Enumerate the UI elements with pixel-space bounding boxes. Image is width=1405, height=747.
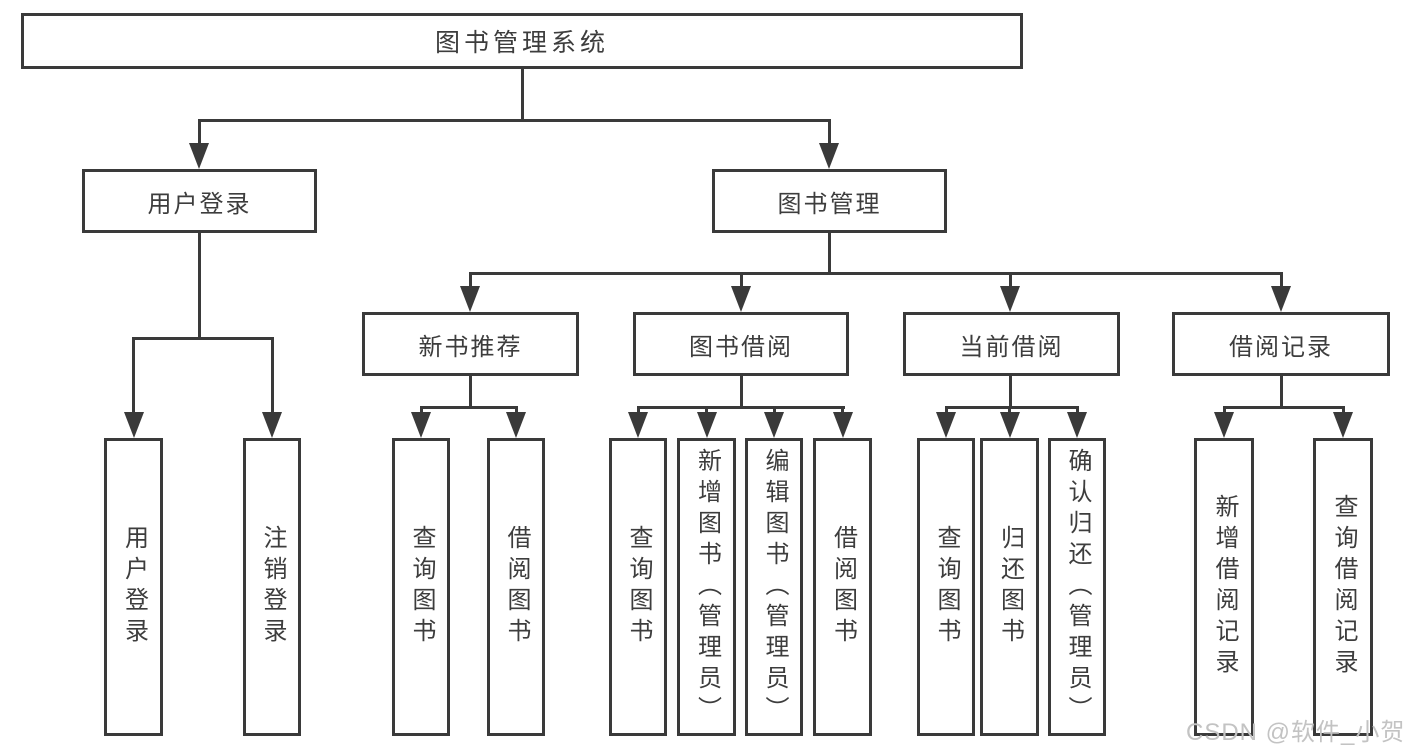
connector-shaft [132, 337, 135, 417]
connector-shaft [197, 119, 201, 149]
arrowhead-down-icon [936, 412, 956, 438]
leaf-logout-login: 注销登录 [243, 438, 301, 736]
connector-shaft [468, 272, 472, 292]
leaf-newrec-borrow-books: 借阅图书 [487, 438, 545, 736]
leaf-label: 查询图书 [933, 525, 960, 649]
node-library-management-system: 图书管理系统 [21, 13, 1023, 69]
connector-new-book-branch [419, 406, 518, 409]
connector-shaft [514, 406, 518, 416]
connector-shaft [1008, 406, 1011, 416]
connector-book-management-stem [827, 233, 831, 272]
arrowhead-down-icon [819, 143, 839, 169]
node-borrowing-records: 借阅记录 [1172, 312, 1390, 376]
csdn-watermark: CSDN @软件_小贺同学 [1186, 719, 1405, 746]
connector-shaft [419, 406, 423, 416]
leaf-label: 注销登录 [259, 525, 286, 649]
leaf-label: 用户登录 [120, 525, 148, 649]
leaf-borrow-edit-books-admin: 编辑图书（管理员） [745, 438, 803, 736]
arrowhead-down-icon [1000, 286, 1020, 312]
arrowhead-down-icon [999, 412, 1020, 438]
leaf-label: 查询借阅记录 [1330, 494, 1357, 680]
leaf-label: 归还图书 [996, 525, 1024, 649]
connector-shaft [1075, 406, 1079, 416]
leaf-label: 编辑图书（管理员） [761, 447, 788, 727]
arrowhead-down-icon [460, 286, 480, 312]
connector-root-stem [520, 69, 524, 119]
connector-shaft [827, 119, 831, 149]
connector-book-borrowing-branch [636, 406, 845, 409]
arrowhead-down-icon [696, 412, 717, 438]
arrowhead-down-icon [189, 143, 209, 169]
leaf-label: 查询图书 [408, 525, 435, 649]
connector-new-book-stem [468, 376, 472, 406]
node-user-login: 用户登录 [82, 169, 317, 233]
connector-shaft [1008, 272, 1012, 292]
node-new-book-recommend: 新书推荐 [362, 312, 579, 376]
leaf-current-query-books: 查询图书 [917, 438, 975, 736]
arrowhead-down-icon [1214, 412, 1234, 438]
leaf-label: 新增借阅记录 [1211, 494, 1238, 680]
connector-user-login-branch [132, 337, 274, 340]
arrowhead-down-icon [411, 412, 431, 438]
connector-shaft [636, 406, 640, 416]
arrowhead-down-icon [123, 412, 144, 438]
connector-current-borrowing-stem [1008, 376, 1012, 406]
connector-shaft [739, 272, 743, 292]
leaf-newrec-query-books: 查询图书 [392, 438, 450, 736]
arrowhead-down-icon [731, 286, 751, 312]
leaf-borrow-add-books-admin: 新增图书（管理员） [677, 438, 736, 736]
leaf-records-add-borrow-record: 新增借阅记录 [1194, 438, 1254, 736]
leaf-label: 借阅图书 [829, 525, 857, 649]
leaf-borrow-borrow-books: 借阅图书 [813, 438, 872, 736]
leaf-current-confirm-return-admin: 确认归还（管理员） [1048, 438, 1106, 736]
node-book-borrowing: 图书借阅 [633, 312, 849, 376]
connector-book-management-branch [468, 272, 1283, 275]
connector-shaft [705, 406, 708, 416]
connector-borrowing-records-stem [1279, 376, 1283, 406]
arrowhead-down-icon [1333, 412, 1353, 438]
connector-shaft [944, 406, 948, 416]
node-book-management: 图书管理 [712, 169, 947, 233]
connector-book-borrowing-stem [739, 376, 743, 406]
leaf-borrow-query-books: 查询图书 [609, 438, 667, 736]
node-current-borrowing: 当前借阅 [903, 312, 1120, 376]
leaf-current-return-books: 归还图书 [980, 438, 1039, 736]
leaf-records-query-borrow-record: 查询借阅记录 [1313, 438, 1373, 736]
arrowhead-down-icon [506, 412, 526, 438]
leaf-label: 查询图书 [625, 525, 652, 649]
arrowhead-down-icon [1067, 412, 1087, 438]
connector-shaft [270, 337, 274, 417]
connector-shaft [1222, 406, 1226, 416]
arrowhead-down-icon [628, 412, 648, 438]
arrowhead-down-icon [262, 412, 282, 438]
connector-shaft [1279, 272, 1283, 292]
connector-current-borrowing-branch [944, 406, 1079, 409]
connector-root-branch [197, 119, 831, 122]
connector-shaft [772, 406, 776, 416]
connector-shaft [841, 406, 844, 416]
leaf-label: 新增图书（管理员） [693, 447, 721, 727]
leaf-label: 借阅图书 [503, 525, 530, 649]
leaf-label: 确认归还（管理员） [1064, 447, 1091, 727]
connector-shaft [1341, 406, 1345, 416]
connector-borrowing-records-branch [1222, 406, 1345, 409]
connector-user-login-stem [197, 233, 201, 337]
arrowhead-down-icon [764, 412, 784, 438]
arrowhead-down-icon [1271, 286, 1291, 312]
leaf-user-login: 用户登录 [104, 438, 163, 736]
arrowhead-down-icon [832, 412, 853, 438]
